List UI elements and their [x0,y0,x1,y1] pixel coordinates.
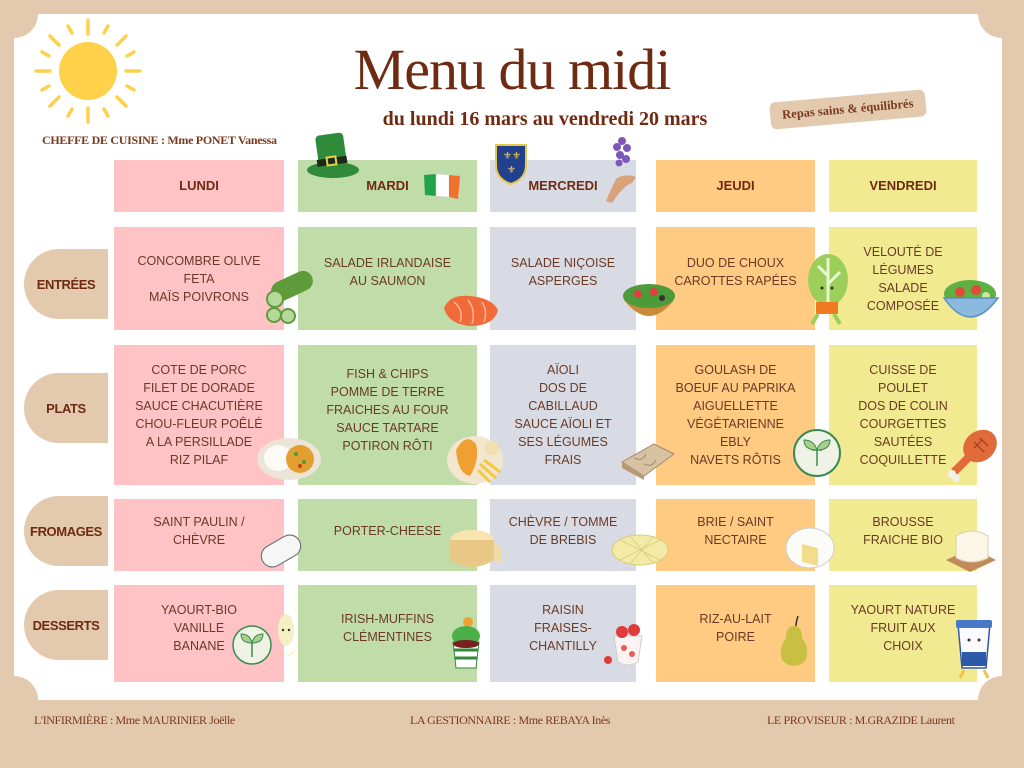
menu-cell: FISH & CHIPS POMME DE TERRE FRAICHES AU … [298,345,477,485]
day-header-lundi: LUNDI [114,160,284,212]
menu-cell: SALADE NIÇOISE ASPERGES [490,227,636,330]
nurse-credit: L'INFIRMIÈRE : Mme MAURINIER Joëlle [34,713,235,727]
menu-cell: CONCOMBRE OLIVE FETA MAÏS POIVRONS [114,227,284,330]
menu-cell: BRIE / SAINT NECTAIRE [656,499,815,571]
page-title: Menu du midi [353,37,672,102]
menu-cell: PORTER-CHEESE [298,499,477,571]
menu-cell: SALADE IRLANDAISE AU SAUMON [298,227,477,330]
menu-cell: AÏOLI DOS DE CABILLAUD SAUCE AÏOLI ET SE… [490,345,636,485]
day-header-mercredi: MERCREDI [490,160,636,212]
menu-cell: BROUSSE FRAICHE BIO [829,499,977,571]
menu-cell: DUO DE CHOUX CAROTTES RAPÉES [656,227,815,330]
row-label-desserts: DESSERTS [24,590,108,660]
sun-icon [34,18,142,124]
menu-cell: SAINT PAULIN / CHÈVRE [114,499,284,571]
day-header-jeudi: JEUDI [656,160,815,212]
menu-cell: CHÈVRE / TOMME DE BREBIS [490,499,636,571]
menu-cell: YAOURT NATURE FRUIT AUX CHOIX [829,585,977,682]
date-range: du lundi 16 mars au vendredi 20 mars [382,108,708,130]
menu-cell: VELOUTÉ DE LÉGUMES SALADE COMPOSÉE [829,227,977,330]
day-header-mardi: MARDI [298,160,477,212]
chef-credit: CHEFFE DE CUISINE : Mme PONET Vanessa [42,133,277,147]
menu-cell: YAOURT-BIO VANILLE BANANE [114,585,284,682]
menu-cell: CUISSE DE POULET DOS DE COLIN COURGETTES… [829,345,977,485]
menu-cell: IRISH-MUFFINS CLÉMENTINES [298,585,477,682]
row-label-fromages: FROMAGES [24,496,108,566]
manager-credit: LA GESTIONNAIRE : Mme REBAYA Inès [410,713,611,727]
menu-cell: COTE DE PORC FILET DE DORADE SAUCE CHACU… [114,345,284,485]
menu-cell: GOULASH DE BOEUF AU PAPRIKA AIGUELLETTE … [656,345,815,485]
menu-cell: RIZ-AU-LAIT POIRE [656,585,815,682]
row-label-entrees: ENTRÉES [24,249,108,319]
principal-credit: LE PROVISEUR : M.GRAZIDE Laurent [767,713,955,727]
row-label-plats: PLATS [24,373,108,443]
menu-cell: RAISIN FRAISES- CHANTILLY [490,585,636,682]
day-header-vendredi: VENDREDI [829,160,977,212]
